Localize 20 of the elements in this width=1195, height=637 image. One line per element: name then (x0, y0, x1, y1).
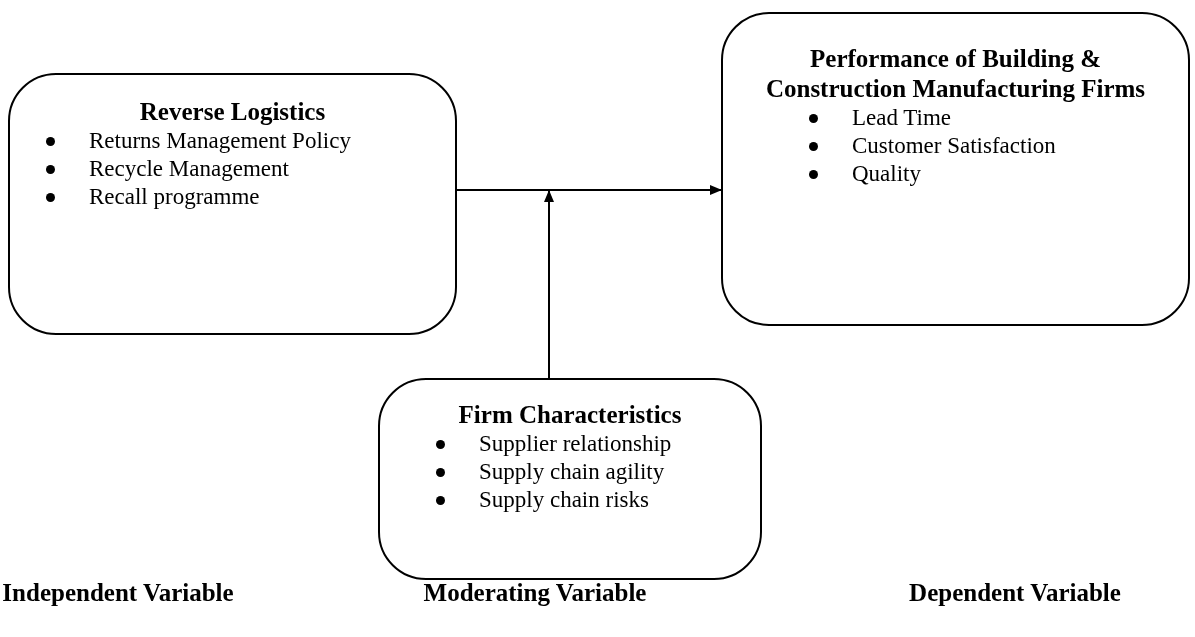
box-heading: Firm Characteristics (457, 400, 683, 430)
arrow (456, 185, 722, 195)
bullet-item: Quality (852, 160, 921, 188)
variable-box (8, 73, 457, 335)
variable-type-label: Moderating Variable (423, 578, 647, 608)
bullet-item: Supply chain agility (479, 458, 665, 486)
box-heading: Performance of Building & Construction Manufacturing Firms (764, 44, 1147, 104)
variable-box (721, 12, 1190, 326)
bullet-item: Customer Satisfaction (852, 132, 1056, 160)
bullet-item: Lead Time (852, 104, 952, 132)
bullet-item: Supplier relationship (479, 430, 672, 458)
bullet-item: Recall programme (89, 183, 260, 211)
variable-type-label: Dependent Variable (909, 578, 1121, 608)
bullet-item: Recycle Management (89, 155, 289, 183)
box-heading: Reverse Logistics (138, 97, 327, 127)
bullet-item: Returns Management Policy (89, 127, 351, 155)
variable-box (378, 378, 762, 580)
variable-type-label: Independent Variable (2, 578, 234, 608)
bullet-item: Supply chain risks (479, 486, 649, 514)
arrow (544, 190, 554, 379)
